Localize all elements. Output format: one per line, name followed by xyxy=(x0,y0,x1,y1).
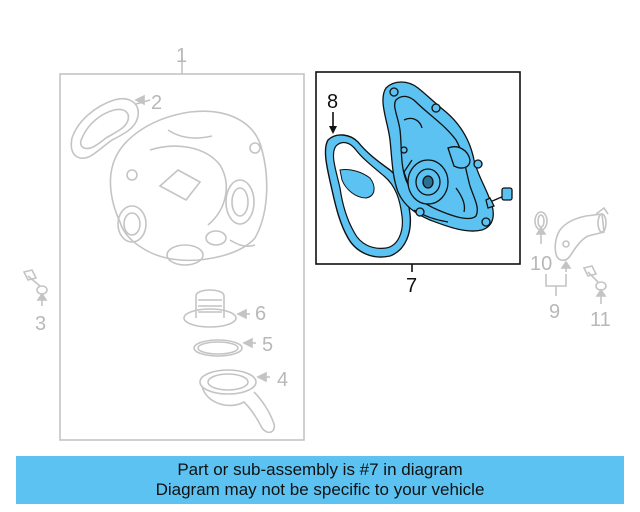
callout-10: 10 xyxy=(530,253,552,275)
right-parts-group xyxy=(534,206,609,304)
gasket-2-drawing xyxy=(70,98,151,160)
faded-callout-arrows xyxy=(134,94,267,383)
fitting-9-drawing xyxy=(554,206,609,272)
pump-bolt-drawing xyxy=(485,187,513,209)
callout-8: 8 xyxy=(327,91,338,113)
callout-1: 1 xyxy=(176,45,187,67)
assembly-1-group xyxy=(59,58,305,441)
water-pump-assembly-7 xyxy=(315,71,521,272)
assembly-1-frame xyxy=(59,73,305,441)
callout-2: 2 xyxy=(151,92,162,114)
callout-11: 11 xyxy=(590,309,611,331)
banner-line-2: Diagram may not be specific to your vehi… xyxy=(155,480,485,499)
info-banner: Part or sub-assembly is #7 in diagram Di… xyxy=(16,456,624,504)
callout-5: 5 xyxy=(262,334,273,356)
thermostat-housing-drawing xyxy=(109,110,268,266)
banner-line-1: Part or sub-assembly is #7 in diagram xyxy=(177,460,463,479)
thermostat-6-drawing xyxy=(183,289,250,328)
bolt-11-drawing xyxy=(582,265,607,304)
callout-3: 3 xyxy=(35,313,46,335)
water-pump-drawing xyxy=(382,81,494,232)
gasket-8-drawing xyxy=(324,134,412,258)
assembly-7-frame xyxy=(315,71,521,265)
callout-6: 6 xyxy=(255,303,266,325)
bolt-3-drawing xyxy=(22,269,48,306)
housing-cover-4-drawing xyxy=(199,369,276,434)
callout-7: 7 xyxy=(406,275,417,297)
callout-4: 4 xyxy=(277,369,288,391)
callout-9: 9 xyxy=(549,301,560,323)
